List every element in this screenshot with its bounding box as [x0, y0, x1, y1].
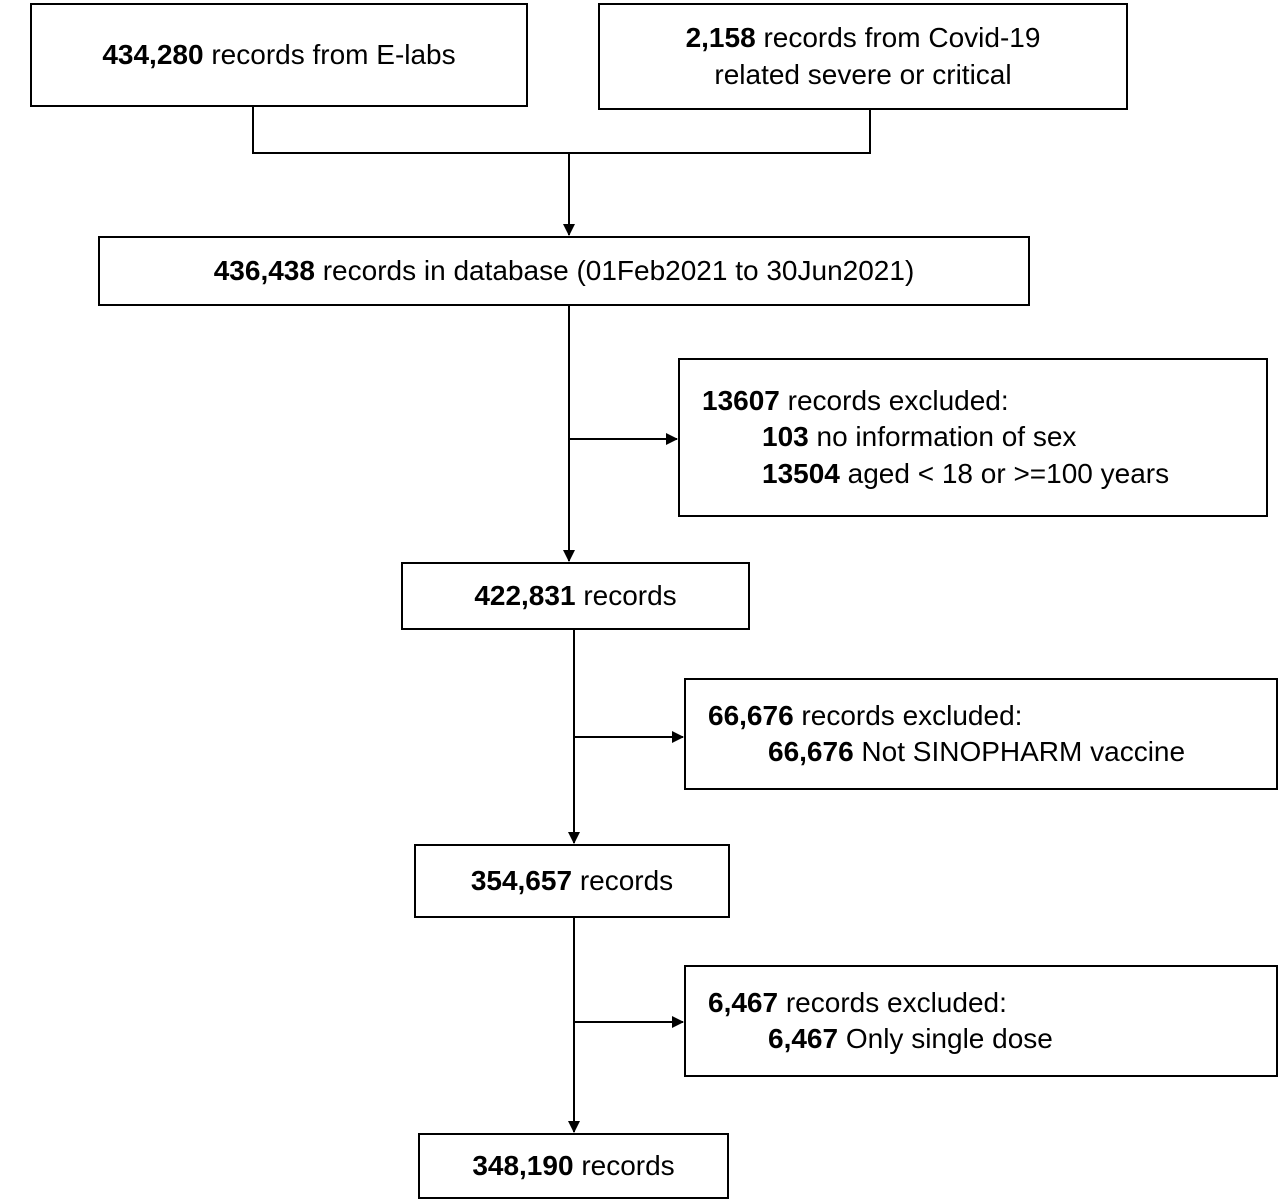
exclusion-2-count: 66,676: [708, 699, 794, 731]
exclusion-1-item: 103 no information of sex: [702, 419, 1266, 455]
covid-records-box: 2,158 records from Covid-19 related seve…: [598, 3, 1128, 110]
exclusion-box-1: 13607 records excluded: 103 no informati…: [678, 358, 1268, 517]
exclusion-3-item: 6,467 Only single dose: [708, 1021, 1276, 1057]
exclusion-1-item-count: 103: [762, 421, 809, 453]
elabs-text: records from E-labs: [211, 38, 456, 70]
database-count: 436,438: [213, 254, 315, 286]
merge-connector: [252, 107, 871, 154]
exclusion-1-item-text: aged < 18 or >=100 years: [847, 457, 1170, 489]
database-records-box: 436,438 records in database (01Feb2021 t…: [98, 236, 1030, 306]
exclusion-1-item: 13504 aged < 18 or >=100 years: [702, 456, 1266, 492]
exclusion-3-count: 6,467: [708, 986, 779, 1018]
records-box-3: 348,190 records: [418, 1133, 729, 1199]
elabs-count: 434,280: [102, 38, 204, 70]
exclusion-2-item-count: 66,676: [768, 736, 854, 767]
records-1-count: 422,831: [474, 579, 576, 611]
exclusion-3-item-text: Only single dose: [845, 1023, 1053, 1054]
records-1-text: records: [583, 579, 677, 611]
exclusion-1-item-count: 13504: [762, 457, 840, 489]
records-box-1: 422,831 records: [401, 562, 750, 630]
covid-text: records from Covid-19: [763, 22, 1041, 54]
records-2-text: records: [579, 864, 674, 896]
exclusion-1-text: records excluded:: [787, 384, 1009, 416]
exclusion-1-count: 13607: [702, 384, 780, 416]
exclusion-box-2: 66,676 records excluded: 66,676 Not SINO…: [684, 678, 1278, 790]
exclusion-2-text: records excluded:: [801, 699, 1023, 731]
exclusion-3-text: records excluded:: [785, 986, 1007, 1018]
records-2-count: 354,657: [470, 864, 573, 896]
records-3-text: records: [581, 1149, 675, 1181]
database-text: records in database (01Feb2021 to 30Jun2…: [322, 254, 915, 286]
exclusion-box-3: 6,467 records excluded: 6,467 Only singl…: [684, 965, 1278, 1077]
exclusion-3-item-count: 6,467: [768, 1023, 839, 1054]
elabs-records-box: 434,280 records from E-labs: [30, 3, 528, 107]
covid-count: 2,158: [685, 22, 756, 54]
exclusion-2-item: 66,676 Not SINOPHARM vaccine: [708, 734, 1276, 770]
exclusion-1-item-text: no information of sex: [816, 421, 1077, 453]
covid-text-line2: related severe or critical: [714, 58, 1012, 90]
records-box-2: 354,657 records: [414, 844, 730, 918]
records-3-count: 348,190: [472, 1149, 574, 1181]
exclusion-2-item-text: Not SINOPHARM vaccine: [861, 736, 1186, 767]
